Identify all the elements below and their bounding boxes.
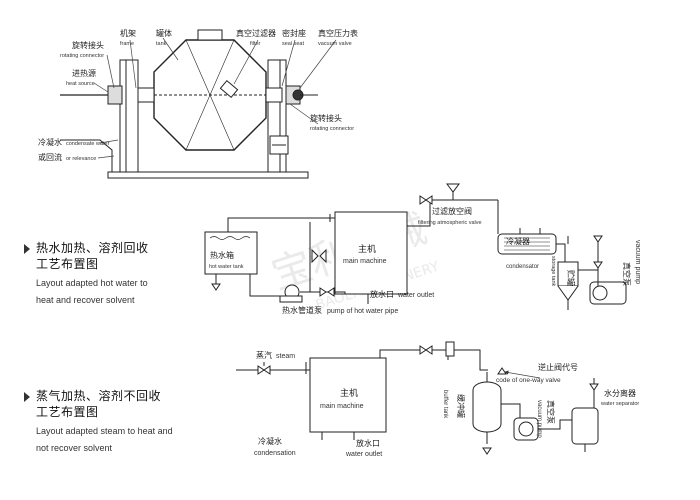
section-arrow-icon	[24, 244, 30, 254]
tank-cn: 罐体	[156, 28, 172, 38]
section-title-line2: 工艺布置图	[36, 405, 99, 419]
vacuum-valve-cn: 真空压力表	[318, 28, 358, 38]
double-cone-dryer	[60, 29, 318, 179]
seal-seat-en: seal seat	[282, 41, 304, 47]
vacuum-pump-1-en: vacuum pump	[634, 240, 641, 284]
storage-tank-en: storage tank	[550, 256, 556, 287]
base-frame	[107, 171, 309, 179]
tank-en: tank	[156, 41, 167, 47]
frame-en: frame	[120, 41, 134, 47]
vacuum-pump-2-en: vacuum pump	[536, 400, 542, 438]
section-title-line1: 蒸气加热、溶剂不回收	[36, 389, 162, 403]
check-valve-cn: 逆止阀代号	[538, 362, 578, 372]
condensation-en: condensation	[254, 450, 296, 457]
condensate-water-en: condensate water	[66, 141, 110, 147]
heat-source-en: heat source	[66, 81, 95, 87]
steam-layout	[236, 341, 599, 455]
left-stand	[119, 59, 139, 173]
filter-valve-cn: 过滤放空阀	[432, 206, 472, 216]
condenser-en: condensator	[506, 264, 539, 270]
relevance-en: or relevance	[66, 156, 96, 162]
main-machine-2-en: main machine	[320, 403, 364, 410]
main-machine-1	[334, 211, 408, 295]
section-desc-line2: heat and recover solvent	[36, 295, 135, 305]
steam-labels: 蒸汽 steam 主机 main machine 冷凝水 condensatio…	[254, 350, 639, 458]
filter-cn: 真空过滤器	[236, 28, 276, 38]
section-desc-line1: Layout adapted steam to heat and	[36, 426, 173, 436]
hot-water-tank-cn: 热水箱	[210, 250, 234, 260]
section-hot-water: 热水加热、溶剂回收 工艺布置图 Layout adapted hot water…	[24, 240, 206, 306]
section-title-line2: 工艺布置图	[36, 257, 99, 271]
steam-cn: 蒸汽	[256, 350, 272, 360]
rotating-conn-left-cn: 旋转接头	[72, 40, 104, 50]
condenser-cn: 冷凝器	[506, 236, 530, 246]
water-outlet-1-cn: 放水口	[370, 289, 394, 299]
vacuum-pump-1-cn: 真空泵	[622, 262, 632, 286]
buffer-tank-cn: 缓冲罐	[456, 394, 466, 418]
main-machine-2	[309, 357, 387, 433]
storage-tank-cn: 贮罐	[566, 270, 576, 286]
rotating-conn-right-en: rotating connector	[310, 126, 354, 132]
section-steam: 蒸气加热、溶剂不回收 工艺布置图 Layout adapted steam to…	[24, 388, 206, 454]
main-machine-2-cn: 主机	[340, 387, 358, 399]
right-stand	[267, 59, 287, 173]
heat-source-cn: 进热源	[72, 68, 96, 78]
hot-water-tank	[204, 231, 258, 275]
buffer-tank	[472, 381, 502, 433]
water-separator-cn: 水分离器	[604, 388, 636, 398]
condensation-cn: 冷凝水	[258, 436, 282, 446]
filter-valve-en: filtering atmospheric valve	[418, 220, 482, 226]
pipe-pump-cn: 热水管道泵	[282, 305, 322, 315]
section-title-line1: 热水加热、溶剂回收	[36, 241, 149, 255]
hot-water-labels: 热水箱 hot water tank 主机 main machine 放水口 w…	[209, 206, 641, 315]
dryer-labels: 机架 frame 罐体 tank 真空过滤器 filter 密封座 seal s…	[38, 28, 358, 162]
rotating-conn-left-en: rotating connector	[60, 53, 104, 59]
vacuum-valve-en: vacuum valve	[318, 41, 352, 47]
main-machine-1-cn: 主机	[358, 243, 376, 255]
buffer-tank-en: buffer tank	[442, 390, 448, 419]
vacuum-pump-2-cn: 真空泵	[546, 400, 556, 424]
check-valve-en: code of one-way valve	[496, 377, 561, 384]
rotating-conn-right-cn: 旋转接头	[310, 113, 342, 123]
hot-water-layout	[204, 183, 627, 310]
relevance-cn: 或回流	[38, 152, 62, 162]
check-valve-leader	[504, 370, 541, 379]
seal-seat-cn: 密封座	[282, 28, 306, 38]
section-arrow-icon	[24, 392, 30, 402]
pipe-pump-en: pump of hot water pipe	[327, 308, 398, 315]
water-separator-en: water separator	[600, 401, 639, 407]
dryer-leaders	[93, 37, 337, 159]
section-desc-line2: not recover solvent	[36, 443, 113, 453]
hot-water-tank-en: hot water tank	[209, 264, 244, 270]
section-desc-line1: Layout adapted hot water to	[36, 278, 148, 288]
water-outlet-1-en: water outlet	[397, 292, 434, 299]
water-outlet-2-cn: 放水口	[356, 438, 380, 448]
water-outlet-2-en: water outlet	[345, 451, 382, 458]
main-machine-1-en: main machine	[343, 258, 387, 265]
filter-en: filter	[250, 41, 261, 47]
frame-cn: 机架	[120, 28, 136, 38]
steam-en: steam	[276, 353, 295, 360]
water-separator	[571, 407, 599, 445]
condensate-water-cn: 冷凝水	[38, 137, 62, 147]
